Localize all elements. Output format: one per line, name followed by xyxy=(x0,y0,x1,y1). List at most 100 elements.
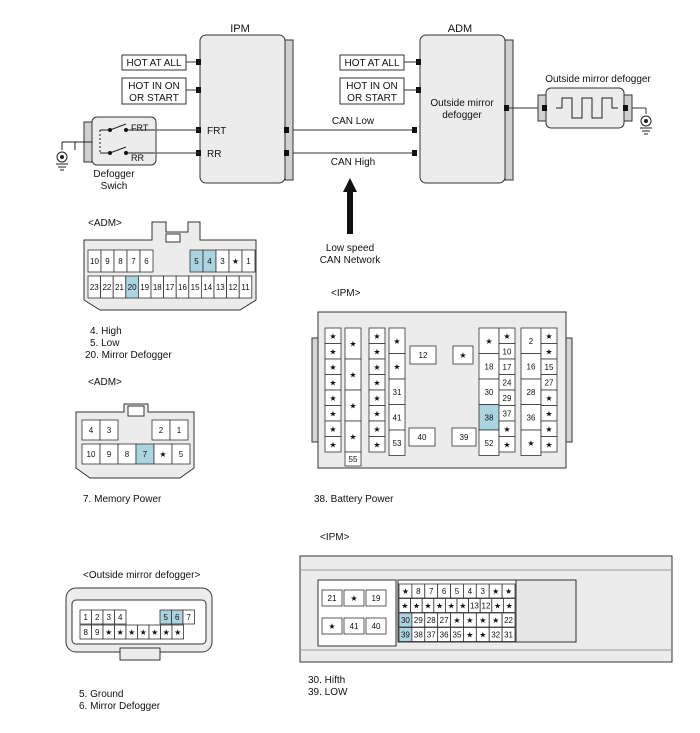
pin-label: 5 xyxy=(179,450,184,459)
pin-label: ★ xyxy=(506,602,513,611)
switch-label-2: Swich xyxy=(101,181,128,192)
pin-label: 24 xyxy=(503,378,512,387)
arrow-up-icon xyxy=(343,178,357,192)
adm-b-note-0: 7. Memory Power xyxy=(83,494,162,505)
pin-label: 37 xyxy=(427,631,436,640)
pin-label: ★ xyxy=(505,587,512,596)
pin-label: 4 xyxy=(118,613,123,622)
ipm-pin-frt: FRT xyxy=(207,126,226,137)
pin-label: 15 xyxy=(545,363,554,372)
pin-label: ★ xyxy=(527,439,534,448)
pin-label: ★ xyxy=(163,628,170,637)
adm-hot-in-on-2: OR START xyxy=(347,93,397,104)
pin-label: 1 xyxy=(177,426,182,435)
pin-label: ★ xyxy=(373,394,380,403)
pin-label: ★ xyxy=(466,616,473,625)
pin-label: ★ xyxy=(105,628,112,637)
pin-label: 13 xyxy=(216,283,225,292)
adm-inner-1: Outside mirror xyxy=(430,98,494,109)
outside-mirror-title: Outside mirror defogger xyxy=(545,74,651,85)
pin-label: ★ xyxy=(373,332,380,341)
connector-pin xyxy=(365,617,387,635)
pin-label: ★ xyxy=(424,602,431,611)
pin-label: ★ xyxy=(459,351,466,360)
adm-a-note-0: 4. High xyxy=(90,326,122,337)
pin-label: 39 xyxy=(460,433,469,442)
pin-label: 7 xyxy=(429,587,434,596)
pin-label: 4 xyxy=(207,257,212,266)
pin-label: ★ xyxy=(413,602,420,611)
connector-pin xyxy=(498,436,516,453)
mirror-note-0: 5. Ground xyxy=(79,689,124,700)
pin-label: 12 xyxy=(419,351,428,360)
pin-label: 7 xyxy=(143,450,148,459)
pin-label: ★ xyxy=(151,628,158,637)
pin-label: 30 xyxy=(485,388,494,397)
pin-label: ★ xyxy=(373,363,380,372)
pin-label: 10 xyxy=(87,450,96,459)
pin-label: 8 xyxy=(416,587,421,596)
ipm-pin-rr: RR xyxy=(207,149,221,160)
pin-label: 17 xyxy=(165,283,174,292)
pin-label: 14 xyxy=(203,283,212,292)
ipm-title: IPM xyxy=(230,23,250,35)
pin-label: ★ xyxy=(485,337,492,346)
pin-label: ★ xyxy=(494,602,501,611)
mirror-note-1: 6. Mirror Defogger xyxy=(79,701,161,712)
pin-label: 53 xyxy=(393,439,402,448)
pin-label: 19 xyxy=(140,283,149,292)
pin-label: 39 xyxy=(401,631,410,640)
ipm-a-title: <IPM> xyxy=(331,288,361,299)
ipm-a-note-0: 38. Battery Power xyxy=(314,494,394,505)
pin-label: ★ xyxy=(349,340,356,349)
pin-label: 30 xyxy=(401,616,410,625)
connector-pin xyxy=(321,589,343,607)
connector-pin xyxy=(540,436,558,453)
pin-label: 40 xyxy=(418,433,427,442)
pin-label: ★ xyxy=(479,616,486,625)
ipm-module xyxy=(199,34,286,184)
pin-label: 38 xyxy=(414,631,423,640)
pin-label: ★ xyxy=(503,332,510,341)
pin-label: 15 xyxy=(191,283,200,292)
pin-label: ★ xyxy=(373,347,380,356)
pin-label: ★ xyxy=(117,628,124,637)
pin-label: 12 xyxy=(228,283,237,292)
connector-pin xyxy=(365,589,387,607)
pin-label: ★ xyxy=(232,257,239,266)
adm-module xyxy=(419,34,506,184)
connector-pin xyxy=(171,624,184,640)
switch-rr: RR xyxy=(131,153,144,163)
pin-label: ★ xyxy=(329,347,336,356)
pin-label: 35 xyxy=(453,631,462,640)
pin-label: 6 xyxy=(144,257,149,266)
pin-label: 16 xyxy=(527,362,536,371)
mirror-title: <Outside mirror defogger> xyxy=(83,570,200,581)
pin-label: 40 xyxy=(372,622,381,631)
pin-label: ★ xyxy=(373,409,380,418)
connector-pin xyxy=(452,345,474,365)
pin-label: 2 xyxy=(529,337,534,346)
pin-label: ★ xyxy=(329,394,336,403)
pin-label: 9 xyxy=(105,257,110,266)
pin-label: ★ xyxy=(128,628,135,637)
pin-label: 8 xyxy=(118,257,123,266)
pin-label: 1 xyxy=(84,613,89,622)
switch-frt: FRT xyxy=(131,123,149,133)
pin-label: 2 xyxy=(95,613,100,622)
pin-label: ★ xyxy=(545,409,552,418)
pin-label: 7 xyxy=(131,257,136,266)
pin-label: ★ xyxy=(492,616,499,625)
pin-label: 18 xyxy=(153,283,162,292)
pin-label: 6 xyxy=(175,613,180,622)
adm-title: ADM xyxy=(448,23,472,35)
pin-label: ★ xyxy=(448,602,455,611)
pin-label: ★ xyxy=(459,602,466,611)
pin-label: 27 xyxy=(545,378,554,387)
connector-pin xyxy=(238,275,253,299)
pin-label: 5 xyxy=(455,587,460,596)
pin-label: 21 xyxy=(328,594,337,603)
pin-label: 21 xyxy=(115,283,124,292)
pin-label: 3 xyxy=(107,426,112,435)
pin-label: 29 xyxy=(503,394,512,403)
